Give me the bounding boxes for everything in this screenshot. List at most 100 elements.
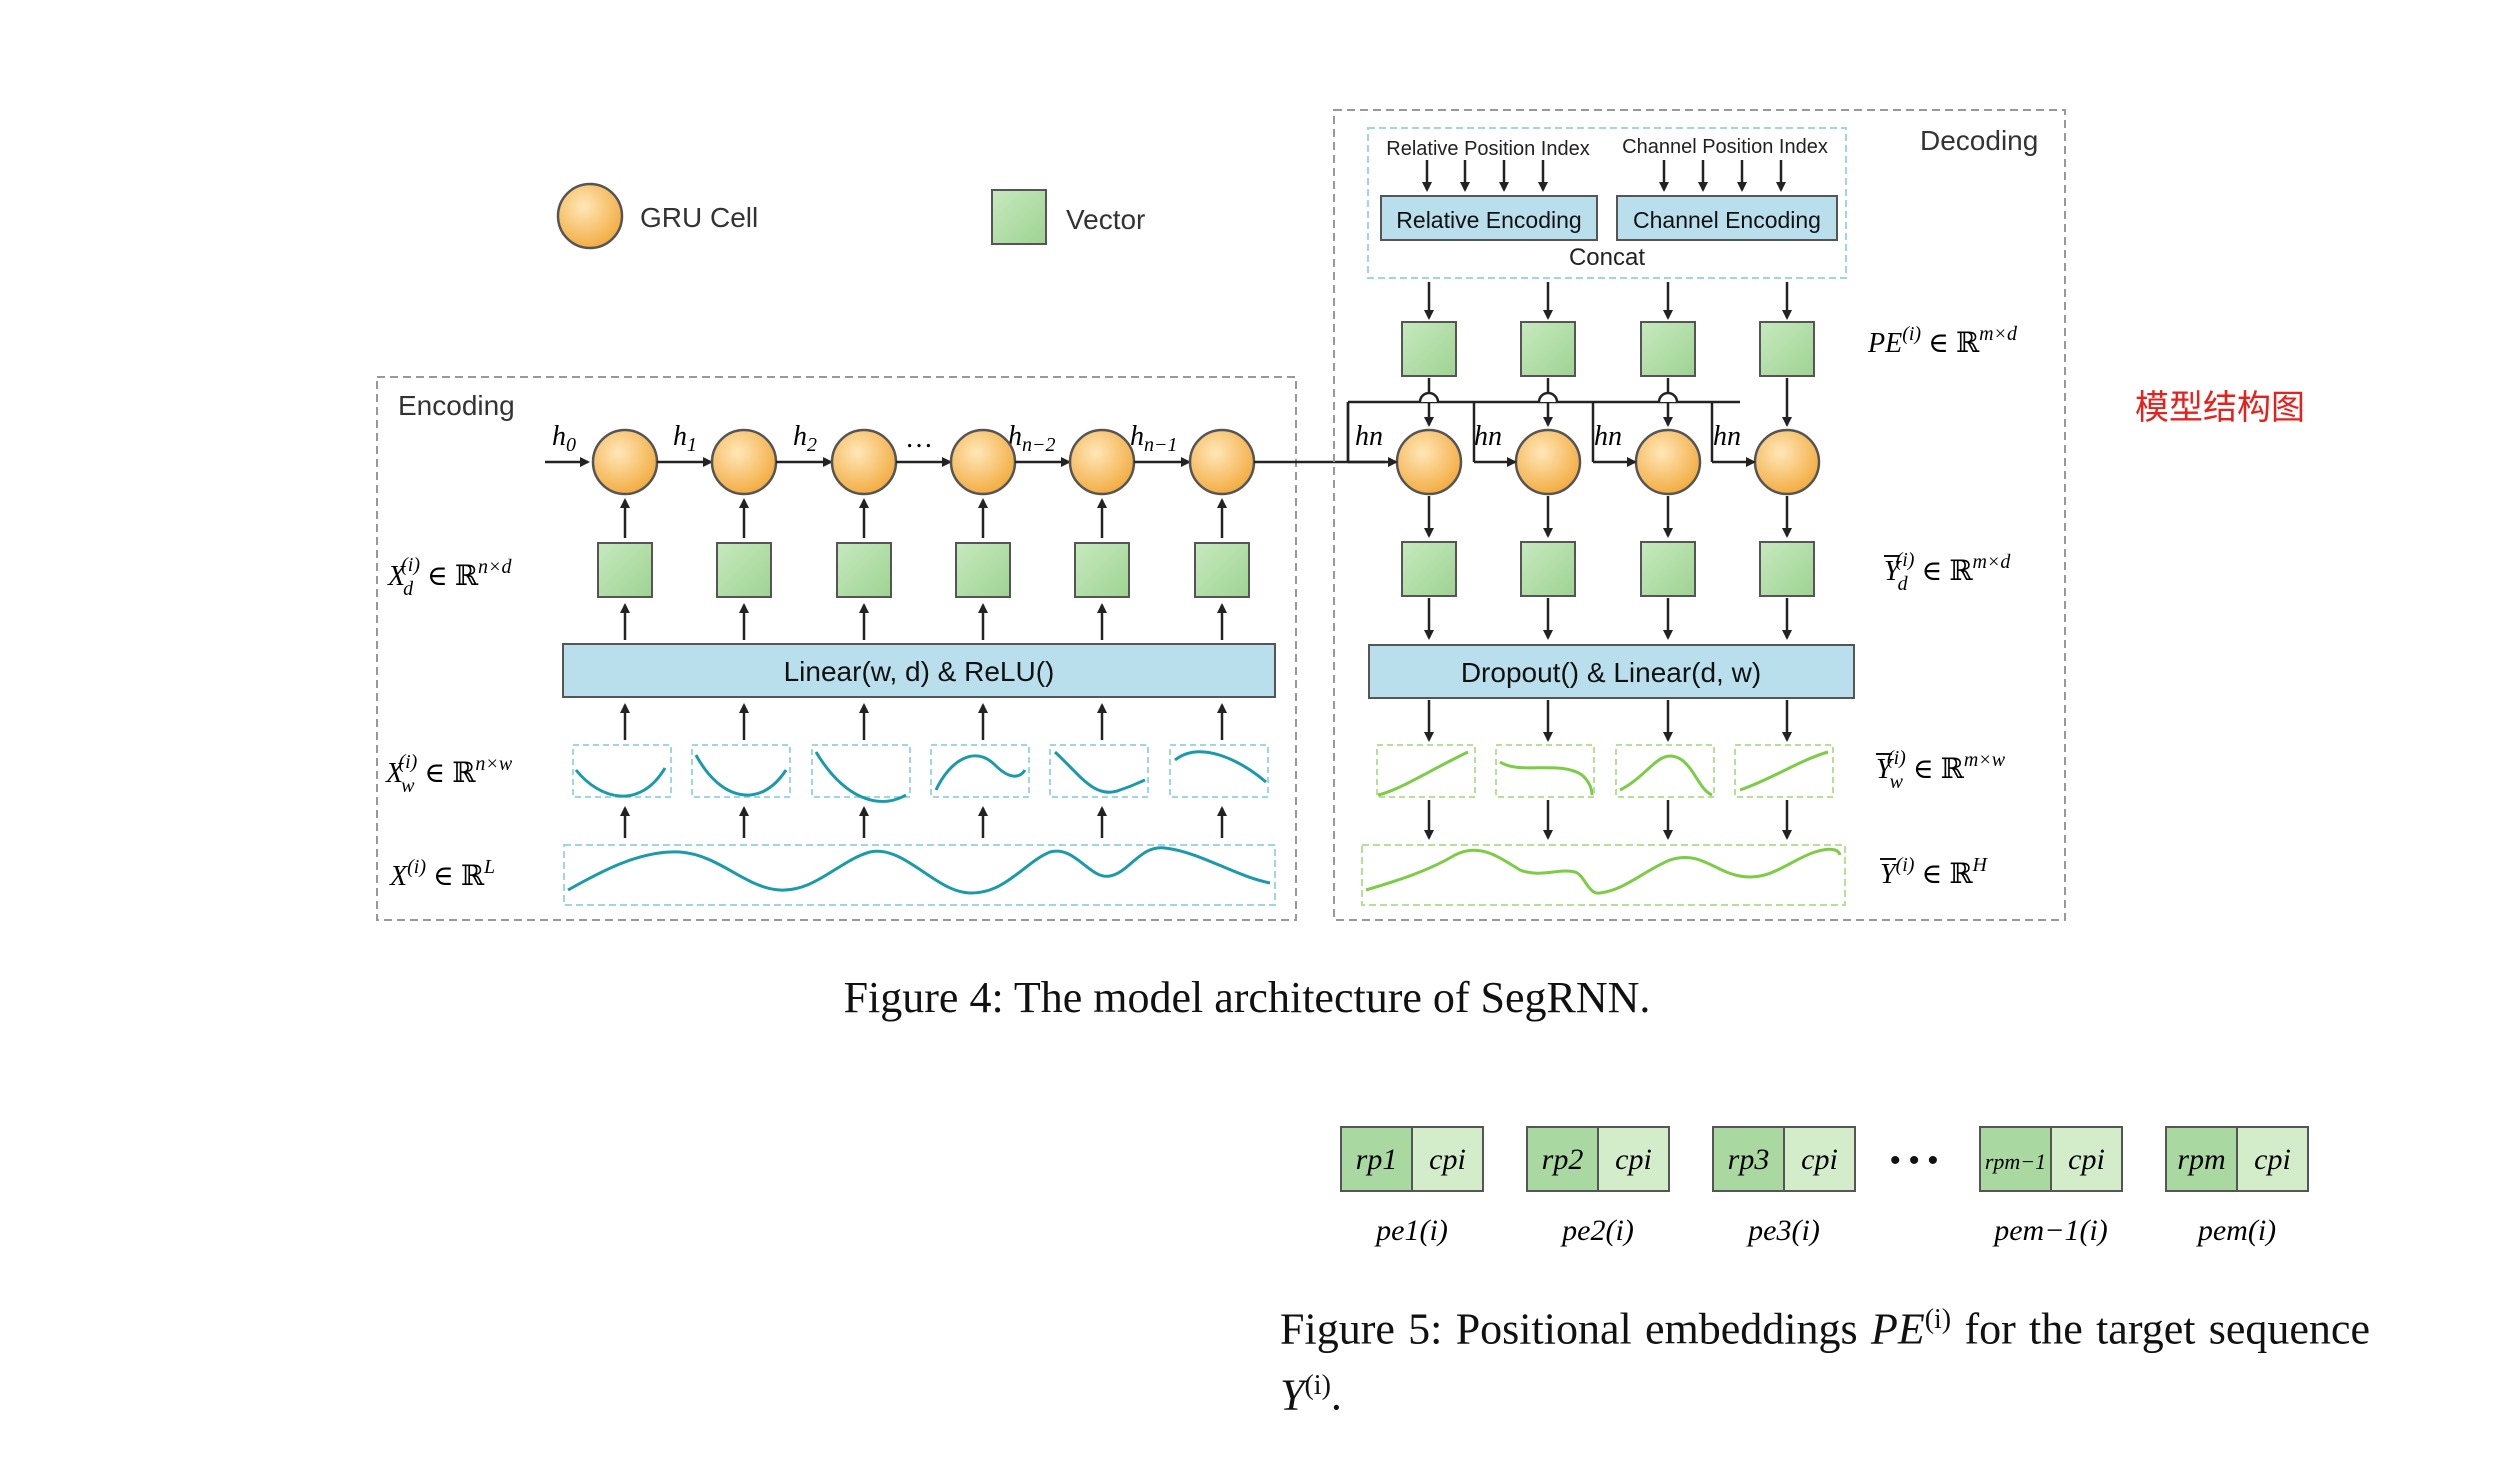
input-segment-wave xyxy=(934,754,1027,791)
dropout-linear-box xyxy=(1368,644,1855,699)
hidden-label-hn-2: hn−2 xyxy=(1008,421,1056,456)
channel-position-cell xyxy=(2236,1126,2309,1192)
cp-label: cpi xyxy=(1801,1143,1838,1176)
decoder-hidden-label: hn xyxy=(1355,421,1383,452)
legend-vector-label: Vector xyxy=(1066,204,1145,235)
positional-embedding-vector xyxy=(1640,321,1696,377)
pe-label: pem−1(i) xyxy=(1992,1214,2108,1247)
input-series-box xyxy=(563,844,1276,906)
output-segment-box xyxy=(1734,744,1834,798)
figure5-caption: Figure 5: Positional embeddings PE(i) fo… xyxy=(1280,1292,2370,1423)
decoder-hidden-label: hn xyxy=(1474,421,1502,452)
decoding-title: Decoding xyxy=(1920,125,2038,156)
encoder-gru-cell xyxy=(591,428,659,496)
channel-position-cell xyxy=(1411,1126,1484,1192)
output-segment-box xyxy=(1376,744,1476,798)
channel-index-label: Channel Position Index xyxy=(1622,136,1828,158)
decoder-gru-cell xyxy=(1395,428,1463,496)
decoded-vector xyxy=(1640,541,1696,597)
position-encoding-group xyxy=(1367,127,1847,279)
concat-label: Concat xyxy=(1569,244,1645,271)
rp-label: rp1 xyxy=(1356,1143,1398,1176)
encoded-vector xyxy=(597,542,653,598)
relative-position-cell xyxy=(2165,1126,2238,1192)
dropout-linear-label: Dropout() & Linear(d, w) xyxy=(1461,657,1761,688)
relative-position-cell xyxy=(1526,1126,1599,1192)
channel-encoding-box xyxy=(1616,195,1838,241)
positional-embedding-vector xyxy=(1520,321,1576,377)
positional-embedding-vector xyxy=(1401,321,1457,377)
fig5-caption-pe-sup: (i) xyxy=(1924,1304,1952,1335)
decoding-border xyxy=(1333,109,2066,921)
encoder-gru-cell xyxy=(710,428,778,496)
channel-encoding-label: Channel Encoding xyxy=(1633,207,1821,233)
encoded-vector xyxy=(955,542,1011,598)
yd-label: Yd(i) ∈ ℝm×d xyxy=(1884,549,2011,595)
xd-label: Xd(i) ∈ ℝn×d xyxy=(387,554,512,600)
cp-label: cpi xyxy=(2254,1143,2291,1176)
encoding-border xyxy=(376,376,1297,921)
decoded-vector xyxy=(1520,541,1576,597)
decoder-gru-cell xyxy=(1634,428,1702,496)
decoded-vector xyxy=(1401,541,1457,597)
fig5-ellipsis: • • • xyxy=(1890,1144,1938,1177)
input-segment-box xyxy=(691,744,791,798)
rp-label: rpm xyxy=(2177,1143,2225,1176)
output-segment-box xyxy=(1615,744,1715,798)
hidden-label-h1: h1 xyxy=(673,421,697,456)
encoded-vector xyxy=(1194,542,1250,598)
relative-encoding-box xyxy=(1380,195,1598,241)
decoder-hidden-label: hn xyxy=(1713,421,1741,452)
decoder-gru-cell xyxy=(1753,428,1821,496)
relative-position-cell xyxy=(1712,1126,1785,1192)
cp-label: cpi xyxy=(2068,1143,2105,1176)
hidden-label-h2: h2 xyxy=(793,421,817,456)
encoder-gru-cell xyxy=(830,428,898,496)
cp-label: cpi xyxy=(1615,1143,1652,1176)
encoded-vector xyxy=(836,542,892,598)
output-segment-box xyxy=(1495,744,1595,798)
xw-label: Xw(i) ∈ ℝn×w xyxy=(385,751,513,797)
input-segment-wave xyxy=(694,754,788,797)
cp-label: cpi xyxy=(1429,1143,1466,1176)
yw-label: Yw(i) ∈ ℝm×w xyxy=(1876,747,2006,793)
output-segment-wave xyxy=(1739,750,1829,792)
channel-position-cell xyxy=(2050,1126,2123,1192)
fig5-caption-pe: PE xyxy=(1870,1304,1925,1354)
fig5-caption-middle: for the target sequence xyxy=(1964,1304,2370,1354)
encoded-vector xyxy=(716,542,772,598)
linear-relu-box xyxy=(562,643,1276,698)
decoder-gru-cell xyxy=(1514,428,1582,496)
output-segment-wave xyxy=(1619,754,1713,797)
channel-position-cell xyxy=(1783,1126,1856,1192)
pe-label: PE(i) ∈ ℝm×d xyxy=(1867,323,2018,359)
relative-position-cell xyxy=(1340,1126,1413,1192)
output-series-wave xyxy=(1365,847,1842,895)
input-segment-box xyxy=(930,744,1030,798)
channel-position-cell xyxy=(1597,1126,1670,1192)
encoder-gru-cell xyxy=(1188,428,1256,496)
gru-cell-legend-icon xyxy=(556,182,624,250)
legend-gru-label: GRU Cell xyxy=(640,202,758,233)
x-label: X(i) ∈ ℝL xyxy=(389,856,495,892)
output-segment-wave xyxy=(1499,760,1594,796)
decoding-panel: Decoding Relative Position Index Channel… xyxy=(1333,109,2066,921)
input-segment-box xyxy=(1169,744,1269,798)
encoded-vector xyxy=(1074,542,1130,598)
encoder-gru-cell xyxy=(1068,428,1136,496)
output-segment-wave xyxy=(1377,750,1469,797)
input-segment-wave xyxy=(1053,750,1146,794)
rp-label: rp2 xyxy=(1542,1143,1584,1176)
side-note: 模型结构图 xyxy=(2135,388,2305,428)
input-segment-box xyxy=(811,744,911,798)
encoding-title: Encoding xyxy=(398,390,515,421)
linear-relu-label: Linear(w, d) & ReLU() xyxy=(784,656,1055,687)
pe-label: pem(i) xyxy=(2196,1214,2276,1247)
fig5-caption-prefix: Figure 5: Positional embeddings xyxy=(1280,1304,1858,1354)
fig5-caption-end: . xyxy=(1330,1370,1342,1420)
fig5-caption-y: Y xyxy=(1280,1370,1305,1420)
encoder-gru-cell xyxy=(949,428,1017,496)
pe-label: pe1(i) xyxy=(1374,1214,1448,1247)
figure4-caption: Figure 4: The model architecture of SegR… xyxy=(843,973,1651,1022)
